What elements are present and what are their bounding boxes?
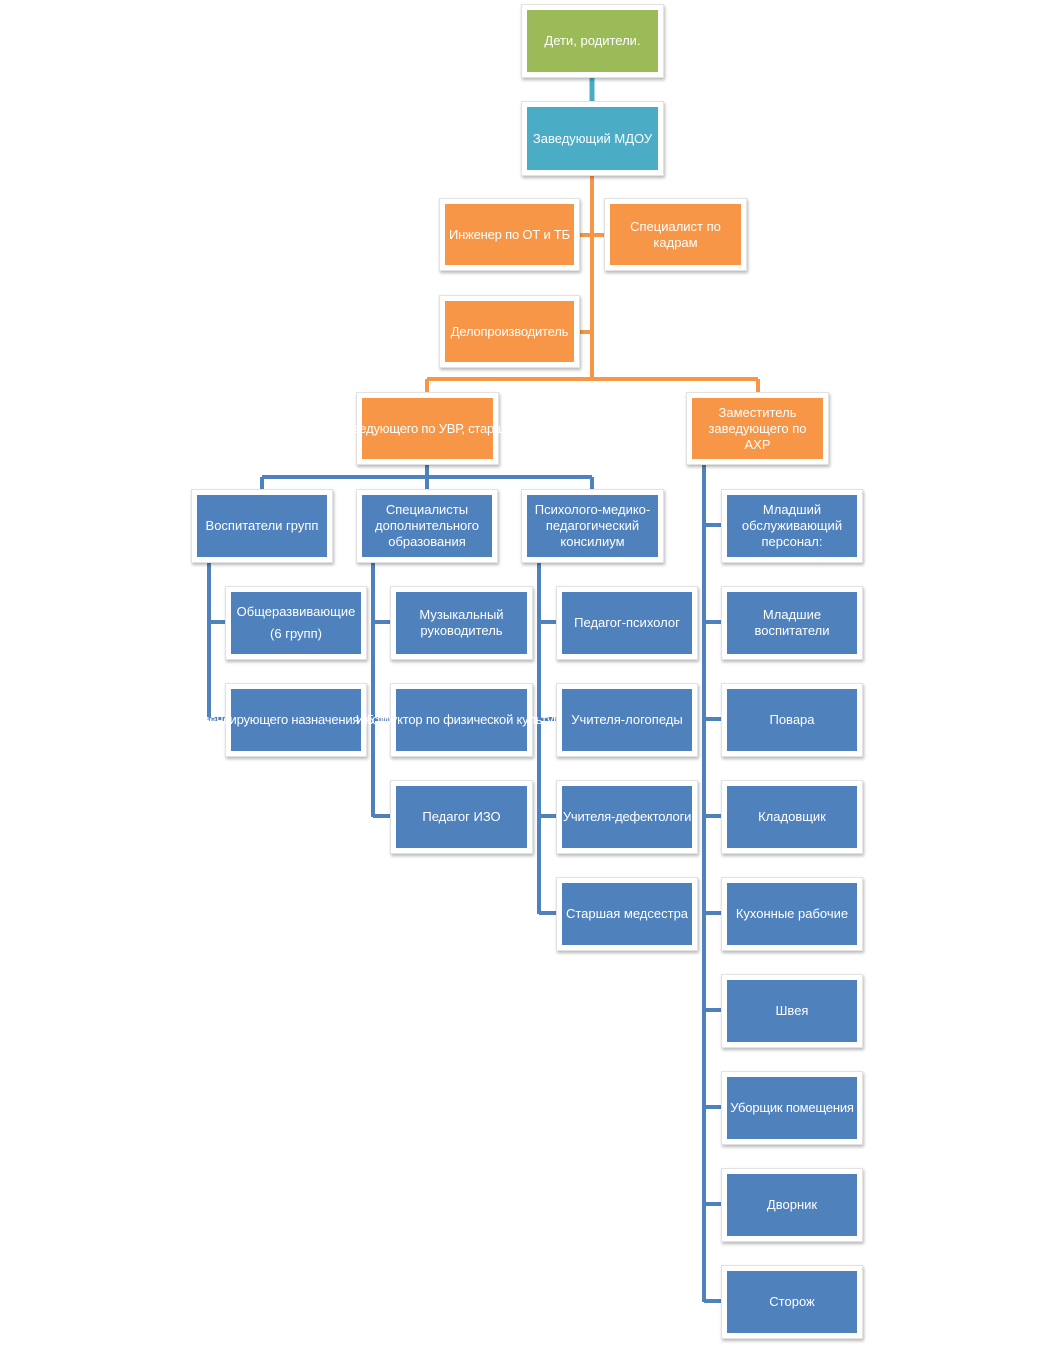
node-engineer: Инженер по ОТ и ТБ <box>439 198 580 271</box>
node-junior-staff: Младший обслуживающий персонал: <box>721 489 863 563</box>
node-nurse-label: Старшая медсестра <box>562 883 692 945</box>
node-head-label: Заведующий МДОУ <box>527 107 658 170</box>
node-phys-label: Инструктор по физической культуре <box>356 689 567 751</box>
node-deputy-uvr-label: Заместитель заведующего по УВР, старший … <box>261 398 594 459</box>
node-janitor-label: Дворник <box>727 1174 857 1236</box>
node-seamstress: Швея <box>721 974 863 1048</box>
node-clerk: Делопроизводитель <box>439 295 580 368</box>
node-cleaner-label: Уборщик помещения <box>727 1077 857 1139</box>
node-junior-edu-label: Младшие воспитатели <box>727 592 857 654</box>
node-parents: Дети, родители. <box>521 4 664 78</box>
node-seamstress-label: Швея <box>727 980 857 1042</box>
node-kitchen-label: Кухонные рабочие <box>727 883 857 945</box>
node-extra-ed-label: Специалисты дополнительного образования <box>362 495 492 557</box>
node-junior-edu: Младшие воспитатели <box>721 586 863 660</box>
node-educators-label: Воспитатели групп <box>197 495 327 557</box>
node-hr-label: Специалист по кадрам <box>610 204 741 265</box>
node-logoped-label: Учителя-логопеды <box>562 689 692 751</box>
node-psych: Педагог-психолог <box>556 586 698 660</box>
node-guard-label: Сторож <box>727 1271 857 1333</box>
node-music-label: Музыкальный руководитель <box>396 592 527 654</box>
node-music: Музыкальный руководитель <box>390 586 533 660</box>
node-art-label: Педагог ИЗО <box>396 786 527 848</box>
node-defect: Учителя-дефектологи <box>556 780 698 854</box>
node-kitchen: Кухонные рабочие <box>721 877 863 951</box>
node-engineer-label: Инженер по ОТ и ТБ <box>445 204 574 265</box>
node-parents-label: Дети, родители. <box>527 10 658 72</box>
node-art: Педагог ИЗО <box>390 780 533 854</box>
node-janitor: Дворник <box>721 1168 863 1242</box>
node-comp-groups: Компенсирующего назначения (5 групп) <box>179 683 413 757</box>
node-junior-staff-label: Младший обслуживающий персонал: <box>727 495 857 557</box>
node-storekeeper: Кладовщик <box>721 780 863 854</box>
node-comp-groups-label: Компенсирующего назначения (5 групп) <box>179 689 413 751</box>
node-deputy-ahr-label: Заместитель заведующего по АХР <box>692 398 823 459</box>
node-general-groups: Общеразвивающие (6 групп) <box>225 586 367 660</box>
node-pmpk-label: Психолого-медико- педагогический консили… <box>527 495 658 557</box>
node-storekeeper-label: Кладовщик <box>727 786 857 848</box>
node-general-groups-label: Общеразвивающие (6 групп) <box>231 592 361 654</box>
node-defect-label: Учителя-дефектологи <box>562 786 692 848</box>
node-guard: Сторож <box>721 1265 863 1339</box>
node-pmpk: Психолого-медико- педагогический консили… <box>521 489 664 563</box>
node-extra-ed: Специалисты дополнительного образования <box>356 489 498 563</box>
node-nurse: Старшая медсестра <box>556 877 698 951</box>
node-deputy-ahr: Заместитель заведующего по АХР <box>686 392 829 465</box>
node-cleaner: Уборщик помещения <box>721 1071 863 1145</box>
node-educators: Воспитатели групп <box>191 489 333 563</box>
node-phys: Инструктор по физической культуре <box>356 683 567 757</box>
node-cooks-label: Повара <box>727 689 857 751</box>
node-hr: Специалист по кадрам <box>604 198 747 271</box>
node-cooks: Повара <box>721 683 863 757</box>
node-logoped: Учителя-логопеды <box>556 683 698 757</box>
node-clerk-label: Делопроизводитель <box>445 301 574 362</box>
node-psych-label: Педагог-психолог <box>562 592 692 654</box>
node-deputy-uvr: Заместитель заведующего по УВР, старший … <box>261 392 594 465</box>
node-head: Заведующий МДОУ <box>521 101 664 176</box>
